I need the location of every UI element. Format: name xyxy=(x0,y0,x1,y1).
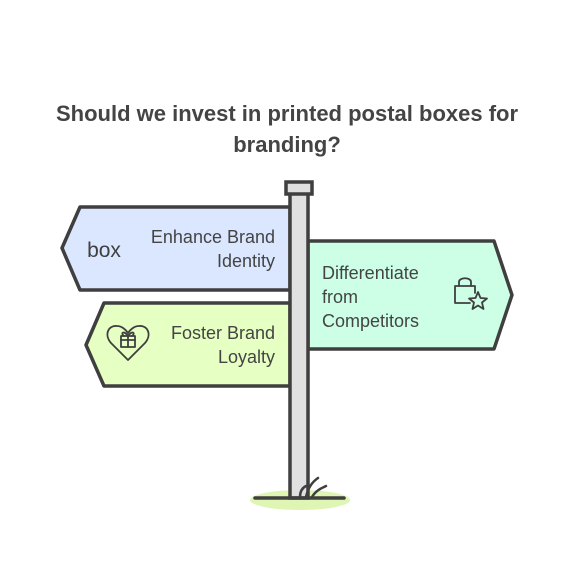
sign-label-differentiate-line2: from xyxy=(322,287,358,307)
bag-star-icon xyxy=(454,277,488,310)
sign-label-differentiate-line3: Competitors xyxy=(322,311,419,331)
signpost-pole xyxy=(284,180,314,500)
sign-foster-brand-loyalty: Foster Brand Loyalty xyxy=(84,301,292,388)
sign-board-loyalty xyxy=(84,301,292,388)
sign-differentiate: Differentiate from Competitors xyxy=(306,239,514,351)
grass-tuft xyxy=(298,476,328,499)
diagram-title: Should we invest in printed postal boxes… xyxy=(55,101,519,157)
sign-board-enhance xyxy=(60,205,292,292)
sign-label-loyalty-line1: Foster Brand xyxy=(171,323,275,343)
heart-gift-icon xyxy=(106,325,150,361)
sign-label-loyalty-line2: Loyalty xyxy=(218,347,275,367)
sign-label-enhance-line1: Enhance Brand xyxy=(151,227,275,247)
box-logo-icon: box xyxy=(87,239,121,262)
ground-patch xyxy=(250,490,350,510)
sign-label-enhance-line2: Identity xyxy=(217,251,275,271)
sign-label-differentiate-line1: Differentiate xyxy=(322,263,419,283)
sign-enhance-brand-identity: Enhance Brand Identity box xyxy=(60,205,292,292)
